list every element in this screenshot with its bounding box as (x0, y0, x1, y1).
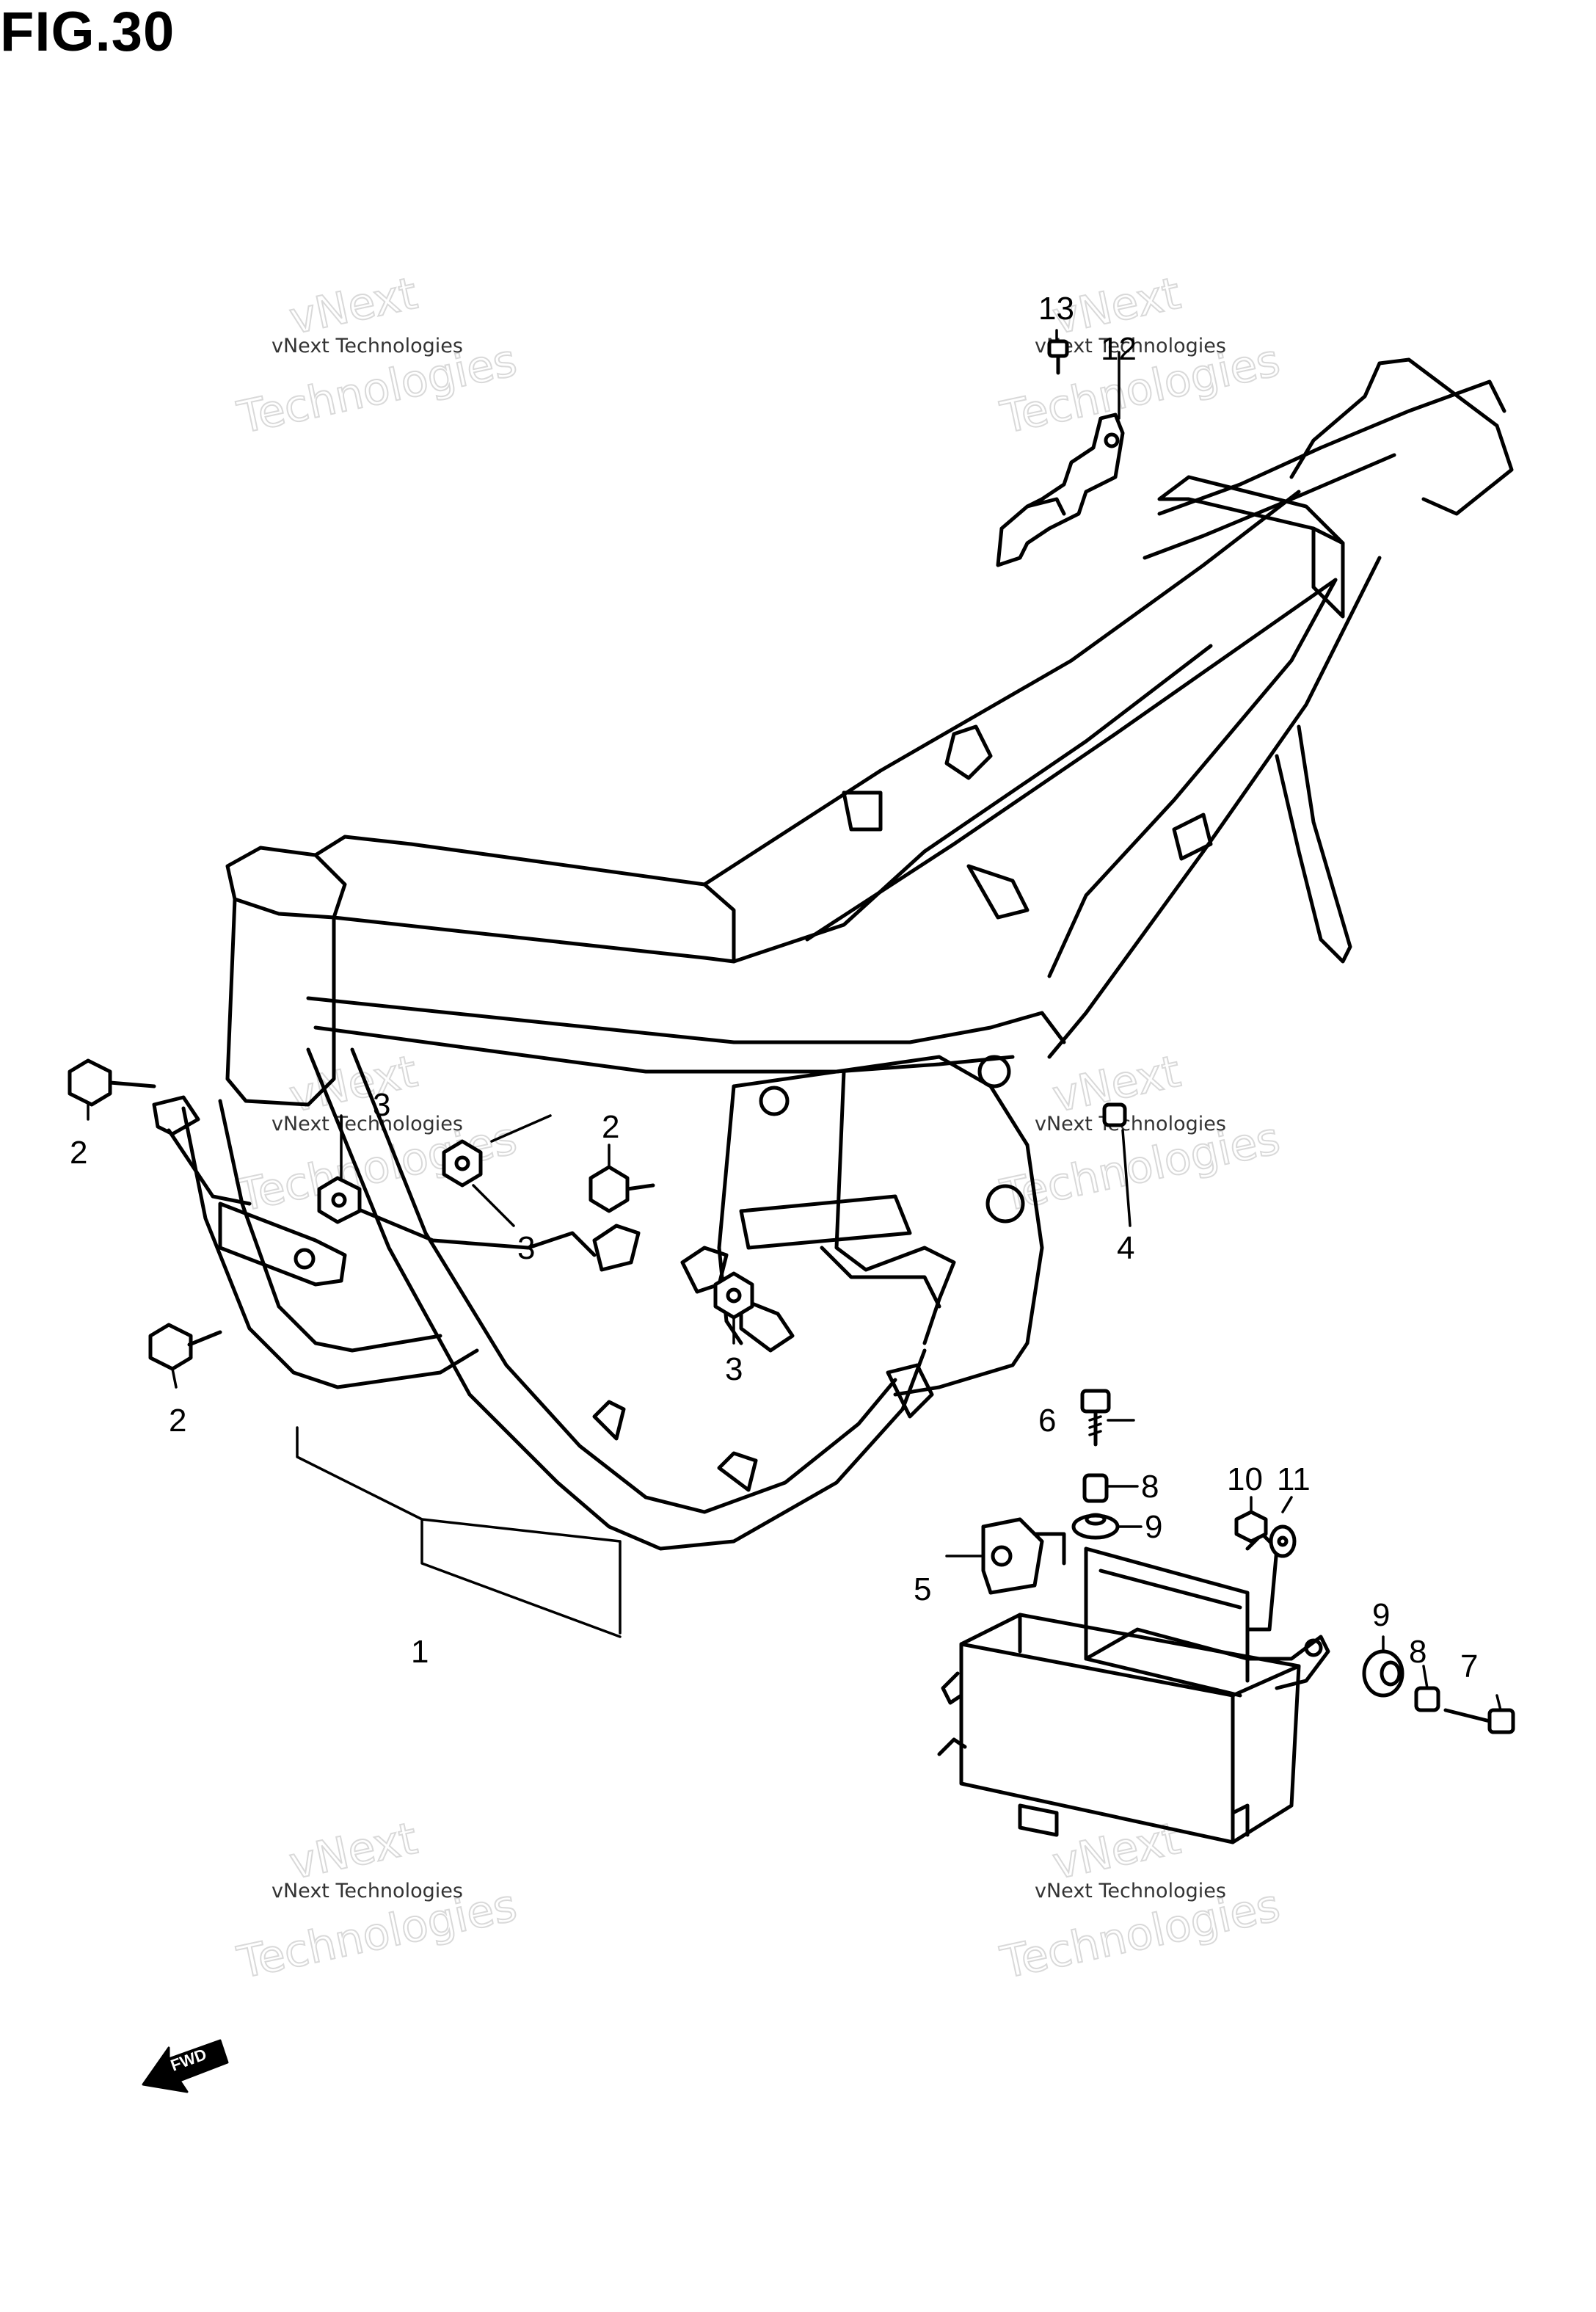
washer-11-icon (1269, 1524, 1297, 1558)
bolt-7-icon (1443, 1708, 1515, 1734)
watermark-mid-left: vNext Technologies vNext Technologies (233, 1045, 522, 1223)
watermark-bottom-left: vNext Technologies vNext Technologies (233, 1812, 522, 1990)
collar-8-lower-icon (1414, 1686, 1440, 1712)
callout-3: 3 (517, 1230, 535, 1266)
seat-bracket (996, 412, 1125, 567)
watermark-line1: vNext (285, 1813, 422, 1890)
battery-box (937, 1517, 1330, 1844)
callout-8: 8 (1141, 1469, 1159, 1505)
nut-3-left-icon (317, 1176, 362, 1224)
bolt-13-icon (1047, 339, 1069, 375)
nut-10-icon (1234, 1510, 1268, 1544)
collar-8-upper-icon (1082, 1473, 1109, 1503)
watermark-text: vNext Technologies (1035, 1113, 1226, 1135)
bolt-2-mid-icon (589, 1165, 655, 1213)
callout-4: 4 (1117, 1230, 1134, 1266)
watermark-line1: vNext (285, 268, 422, 345)
callout-8: 8 (1409, 1634, 1426, 1670)
figure-title: FIG.30 (0, 1, 175, 63)
callout-2: 2 (169, 1403, 186, 1439)
callout-13: 13 (1038, 291, 1074, 327)
callout-12: 12 (1101, 331, 1137, 367)
part-4-icon (1102, 1102, 1127, 1127)
grommet-9-upper-icon (1071, 1513, 1120, 1540)
bolt-2-lower-icon (148, 1323, 222, 1371)
callout-numbers: 1 2 2 2 3 3 3 4 5 6 7 8 8 9 9 10 11 12 1… (70, 291, 1478, 1684)
main-frame (152, 357, 1514, 1638)
nut-3-lower-icon (713, 1271, 754, 1320)
grommet-9-lower-icon (1362, 1649, 1404, 1698)
leader-lines (87, 329, 1502, 1712)
callout-6: 6 (1038, 1403, 1056, 1439)
callout-11: 11 (1277, 1461, 1311, 1497)
callout-3: 3 (373, 1087, 390, 1123)
watermark-text: vNext Technologies (1035, 1880, 1226, 1902)
watermark-line1: vNext (1049, 1813, 1185, 1890)
watermark-text: vNext Technologies (272, 1113, 463, 1135)
watermark-top-left: vNext Technologies vNext Technologies (233, 267, 522, 445)
callout-5: 5 (914, 1571, 931, 1607)
callout-2: 2 (70, 1135, 87, 1171)
callout-9: 9 (1145, 1509, 1162, 1545)
callout-10: 10 (1227, 1461, 1263, 1497)
bolt-6-icon (1080, 1389, 1111, 1447)
nut-3-mid-icon (442, 1139, 483, 1188)
watermark-mid-right: vNext Technologies vNext Technologies (996, 1045, 1286, 1223)
callout-2: 2 (602, 1109, 619, 1145)
callout-9: 9 (1372, 1597, 1390, 1633)
callout-7: 7 (1460, 1648, 1478, 1684)
bolt-2-upper-icon (68, 1058, 156, 1107)
watermark-text: vNext Technologies (272, 335, 463, 357)
fwd-arrow-icon: FWD (142, 2039, 229, 2093)
callout-3: 3 (725, 1351, 743, 1387)
watermark-text: vNext Technologies (272, 1880, 463, 1902)
callout-1: 1 (411, 1634, 429, 1670)
